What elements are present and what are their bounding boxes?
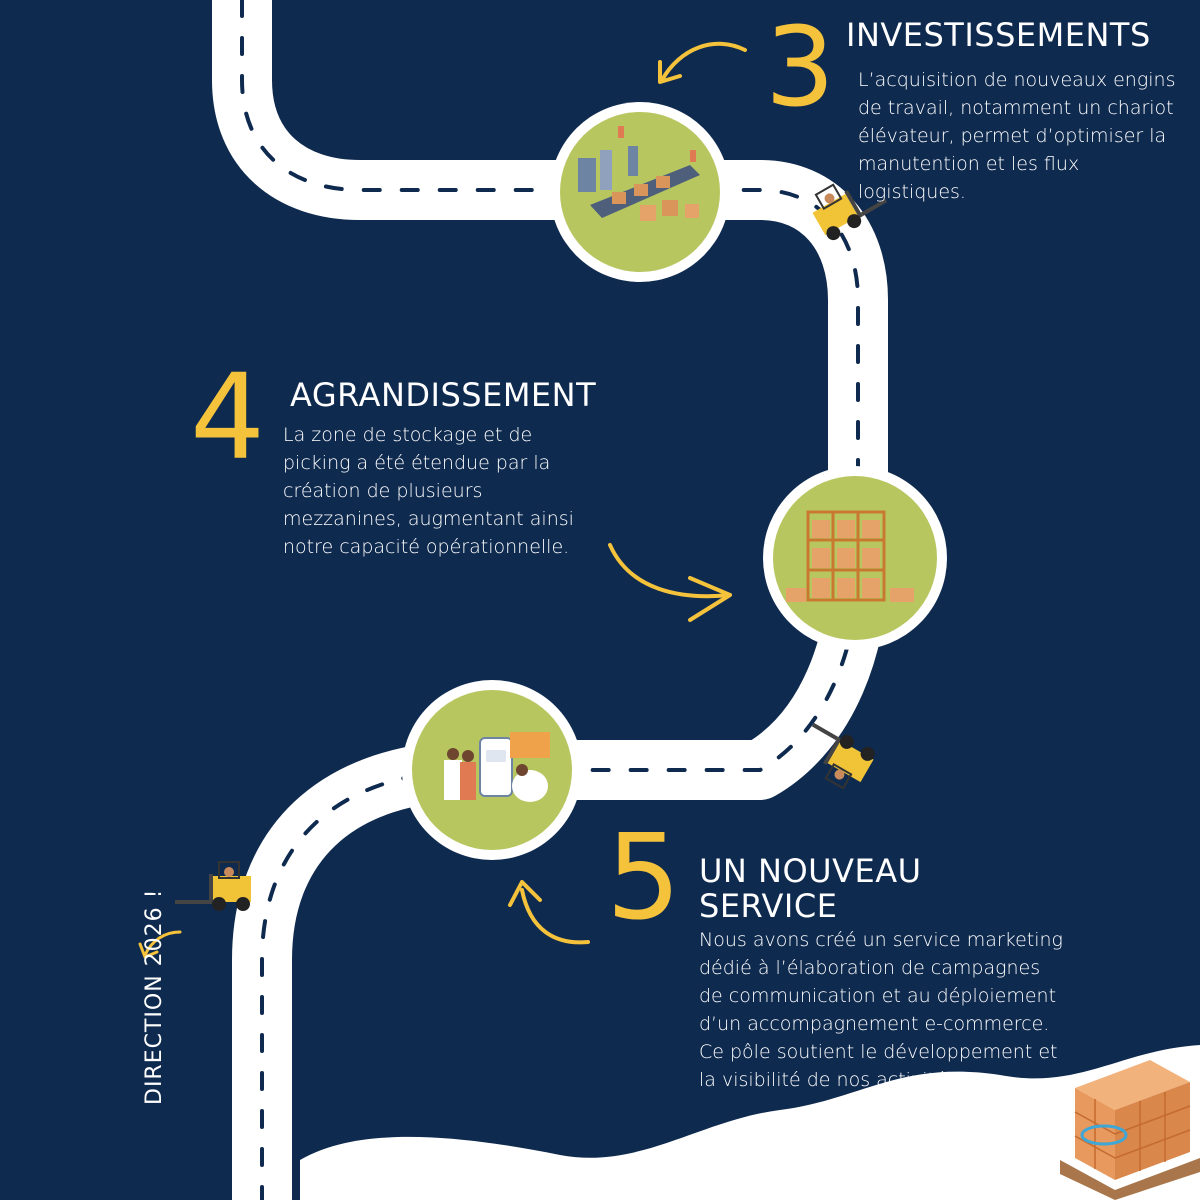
step-title-line: UN NOUVEAU [699, 852, 922, 890]
factory-illustration [550, 102, 730, 282]
step-description: La zone de stockage et de picking a été … [283, 424, 574, 558]
step-number: 4 [190, 348, 266, 486]
arrow-icon [608, 543, 732, 622]
step-title: AGRANDISSEMENT [290, 376, 597, 414]
arrow-icon [508, 880, 590, 945]
forklift-icon [175, 861, 251, 911]
step-title: UN NOUVEAU SERVICE [699, 852, 922, 926]
step-number: 3 [765, 3, 835, 131]
step-title: INVESTISSEMENTS [846, 16, 1151, 54]
direction-label: DIRECTION 2026 ! [142, 888, 167, 1105]
forklift-icon [811, 722, 875, 790]
arrow-icon [138, 930, 182, 959]
marketing-team-illustration [402, 680, 582, 860]
step-description: L’acquisition de nouveaux engins de trav… [858, 69, 1176, 203]
bottom-hill [300, 1045, 1200, 1200]
arrow-icon [658, 41, 747, 84]
forklift-icon [812, 183, 888, 241]
step-number: 5 [606, 808, 682, 946]
step-title-line: SERVICE [699, 887, 838, 926]
warehouse-racks-illustration [763, 466, 947, 650]
pallet-boxes-logo [1060, 1060, 1200, 1200]
step-description: Nous avons créé un service marketing déd… [699, 929, 1063, 1091]
